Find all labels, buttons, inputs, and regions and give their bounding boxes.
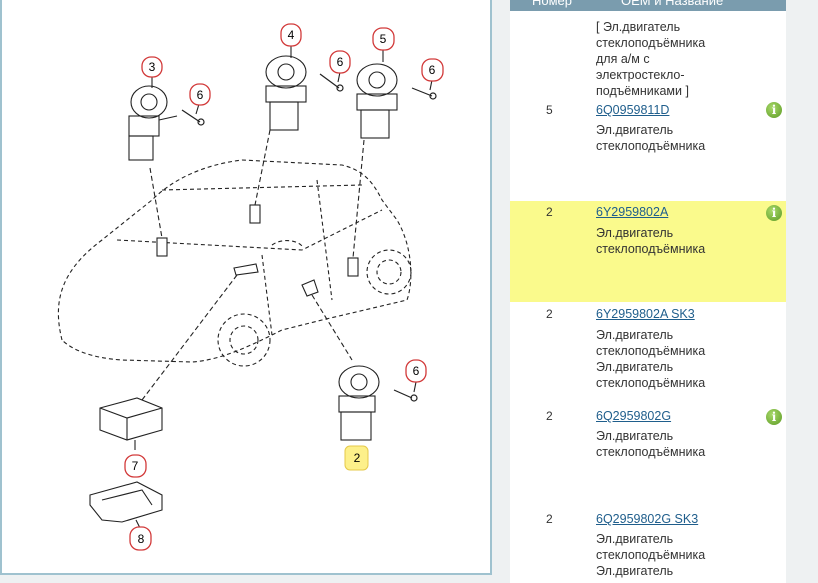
part-description: Эл.двигатель стеклоподъёмника — [596, 226, 706, 256]
part-number-link[interactable]: 6Q0959811D — [596, 103, 670, 117]
header-oem-name: OEM и Название — [621, 0, 724, 8]
part-number-link[interactable]: 6Q2959802G — [596, 409, 672, 423]
part-description: Эл.двигатель стеклоподъёмника — [596, 123, 706, 153]
svg-text:6: 6 — [413, 364, 420, 378]
table-row: 2 6Y2959802A SK3 Эл.двигатель стеклоподъ… — [510, 303, 786, 403]
group-description: [ Эл.двигатель стеклоподъёмника для а/м … — [596, 20, 706, 98]
callout-5[interactable]: 5 — [372, 27, 395, 51]
header-number: Номер — [532, 0, 573, 8]
callout-4[interactable]: 4 — [280, 23, 302, 47]
info-icon[interactable]: i — [766, 409, 782, 425]
parts-diagram: 3 4 5 6 6 6 6 7 8 2 — [57, 23, 444, 551]
info-icon[interactable]: i — [766, 205, 782, 221]
svg-text:3: 3 — [149, 60, 156, 74]
part-number-link[interactable]: 6Y2959802A SK3 — [596, 307, 695, 321]
table-row: 2 6Q2959802G Эл.двигатель стеклоподъёмни… — [510, 406, 786, 506]
row-qty: 2 — [546, 205, 553, 219]
part-number-link[interactable]: 6Q2959802G SK3 — [596, 512, 699, 526]
callout-6-d[interactable]: 6 — [405, 359, 427, 383]
svg-text:6: 6 — [197, 88, 204, 102]
table-header: Номер OEM и Название — [510, 0, 786, 11]
parts-table: Номер OEM и Название [ Эл.двигатель стек… — [510, 0, 786, 583]
table-row: 2 6Q2959802G SK3 Эл.двигатель стеклоподъ… — [510, 509, 786, 583]
right-margin — [786, 0, 818, 583]
callout-3[interactable]: 3 — [141, 56, 163, 78]
svg-text:8: 8 — [138, 532, 145, 546]
callout-7[interactable]: 7 — [124, 454, 147, 478]
info-icon[interactable]: i — [766, 102, 782, 118]
row-qty: 2 — [546, 307, 553, 321]
table-row-highlighted: 2 6Y2959802A Эл.двигатель стеклоподъёмни… — [510, 201, 786, 302]
row-qty: 5 — [546, 103, 553, 117]
callout-2-selected[interactable]: 2 — [344, 445, 369, 471]
svg-text:2: 2 — [354, 451, 361, 465]
svg-text:6: 6 — [429, 63, 436, 77]
part-description: Эл.двигатель стеклоподъёмника Эл.двигате… — [596, 328, 706, 390]
svg-text:5: 5 — [380, 32, 387, 46]
row-qty: 2 — [546, 409, 553, 423]
callout-6-b[interactable]: 6 — [329, 50, 351, 74]
row-qty: 2 — [546, 512, 553, 526]
svg-text:7: 7 — [132, 459, 139, 473]
svg-text:4: 4 — [288, 28, 295, 42]
part-description: Эл.двигатель стеклоподъёмника Эл.двигате… — [596, 532, 706, 578]
table-row: 5 6Q0959811D Эл.двигатель стеклоподъёмни… — [510, 100, 786, 200]
callout-6-a[interactable]: 6 — [189, 83, 211, 106]
callout-8[interactable]: 8 — [129, 526, 152, 551]
parts-diagram-panel: 3 4 5 6 6 6 6 7 8 2 — [0, 0, 492, 575]
part-number-link[interactable]: 6Y2959802A — [596, 205, 669, 219]
part-description: Эл.двигатель стеклоподъёмника — [596, 429, 706, 459]
panel-gap — [492, 0, 510, 583]
svg-text:6: 6 — [337, 55, 344, 69]
callout-6-c[interactable]: 6 — [421, 58, 444, 82]
